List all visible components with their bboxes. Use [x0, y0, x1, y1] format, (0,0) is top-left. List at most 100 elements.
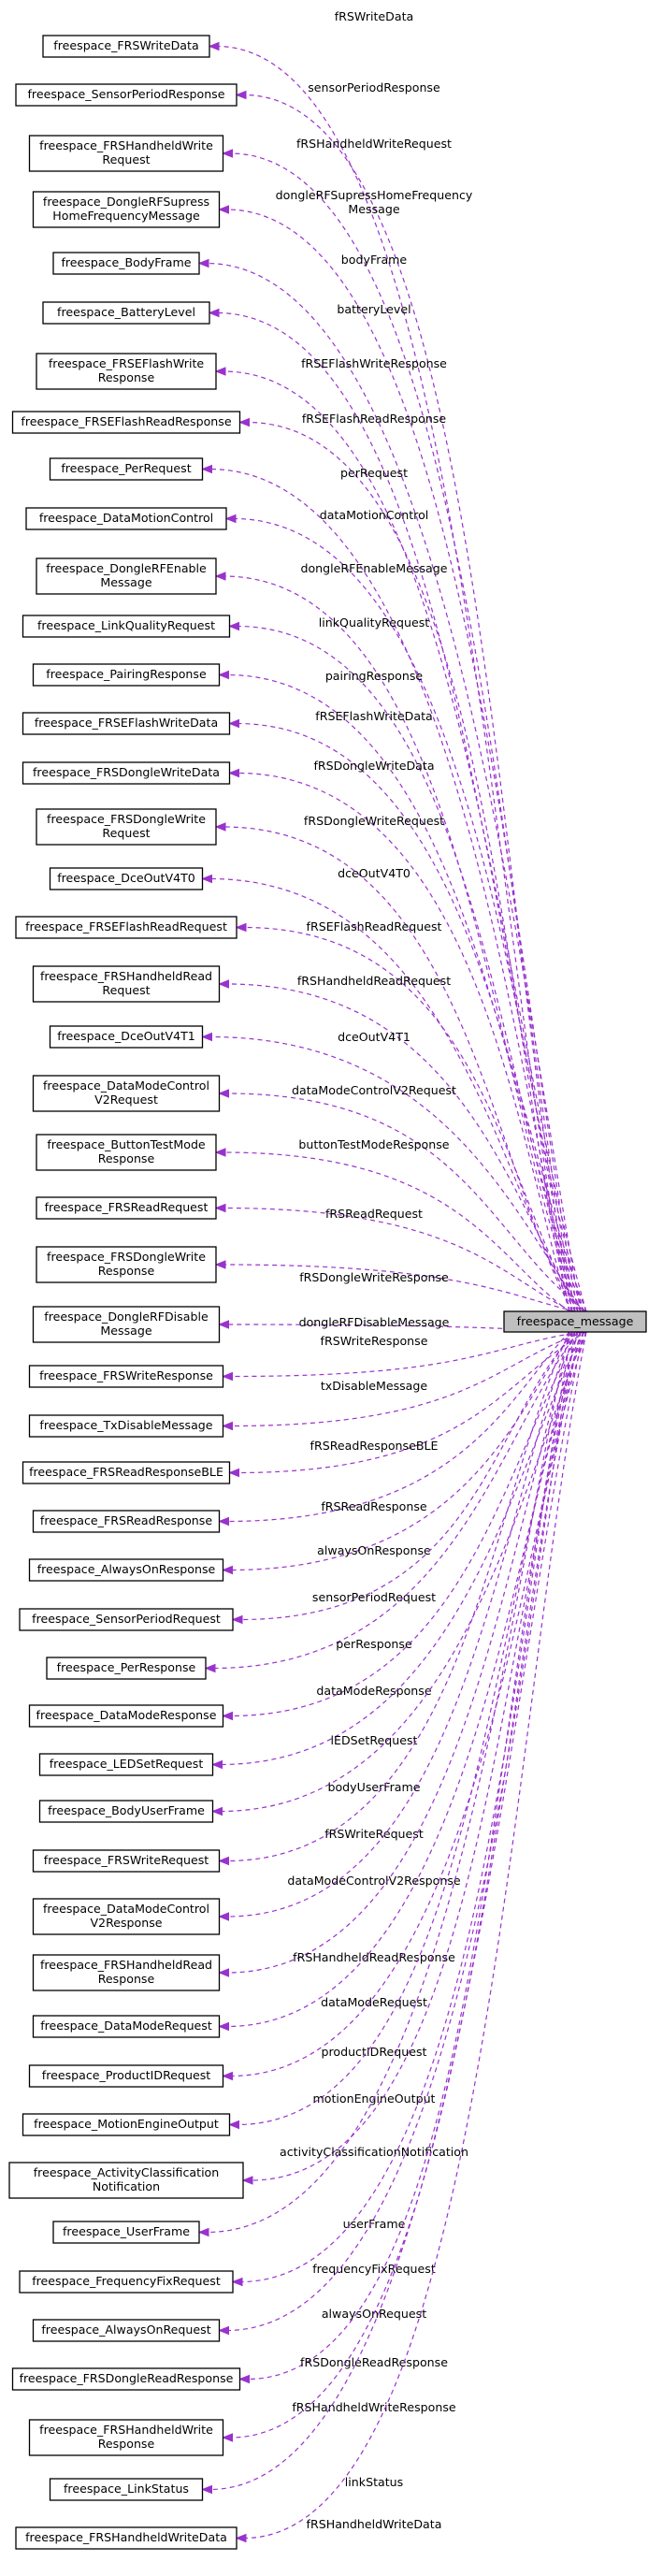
- class-node[interactable]: freespace_MotionEngineOutput: [22, 2113, 231, 2136]
- class-node[interactable]: freespace_AlwaysOnResponse: [28, 1558, 224, 1582]
- class-node[interactable]: freespace_TxDisableMessage: [28, 1414, 224, 1438]
- class-node[interactable]: freespace_FRSWriteResponse: [28, 1365, 224, 1388]
- class-node[interactable]: freespace_UserFrame: [52, 2221, 200, 2244]
- arrowhead-icon: [231, 1614, 243, 1625]
- edge-line: [233, 517, 576, 1312]
- edge-label: dataModeResponse: [316, 1684, 431, 1698]
- class-node[interactable]: freespace_FRSWriteData: [42, 35, 210, 58]
- class-node[interactable]: freespace_FRSWriteRequest: [32, 1849, 221, 1873]
- class-node-label: freespace_BatteryLevel: [57, 305, 195, 319]
- class-node[interactable]: freespace_FrequencyFixRequest: [19, 2270, 234, 2294]
- class-node[interactable]: freespace_PerResponse: [46, 1657, 207, 1680]
- class-node[interactable]: freespace_BatteryLevel: [42, 301, 210, 325]
- root-node[interactable]: freespace_message: [503, 1310, 647, 1333]
- class-node-label: freespace_ActivityClassification: [34, 2165, 220, 2179]
- class-node-label: freespace_SensorPeriodRequest: [32, 1612, 221, 1626]
- arrowhead-icon: [222, 1421, 233, 1431]
- class-node-label: Request: [102, 983, 150, 997]
- class-node[interactable]: freespace_DataMotionControl: [25, 507, 227, 530]
- class-node-box: [22, 712, 231, 735]
- edge-linkqualityrequest: linkQualityRequest: [228, 615, 582, 1312]
- arrowhead-icon: [211, 1806, 223, 1816]
- class-node[interactable]: freespace_DataModeResponse: [28, 1704, 224, 1728]
- edge-frshandheldreadresponse: fRSHandheldReadResponse: [218, 1331, 576, 1977]
- edge-label: fRSWriteData: [335, 9, 414, 23]
- arrowhead-icon: [218, 2325, 229, 2336]
- class-node-label: freespace_MotionEngineOutput: [34, 2117, 219, 2131]
- class-node-label: freespace_FRSEFlashReadRequest: [25, 919, 227, 933]
- arrowhead-icon: [218, 1968, 229, 1977]
- edge-frsreadresponse: fRSReadResponse: [218, 1331, 570, 1527]
- edge-frswriteresponse: fRSWriteResponse: [222, 1331, 582, 1382]
- class-node[interactable]: freespace_ActivityClassificationNotifica…: [8, 2162, 244, 2199]
- class-node[interactable]: freespace_FRSEFlashReadResponse: [11, 411, 241, 434]
- class-node-label: freespace_AlwaysOnResponse: [37, 1562, 216, 1576]
- edge-label: perRequest: [340, 466, 408, 480]
- class-node[interactable]: freespace_DceOutV4T0: [49, 867, 204, 890]
- class-node[interactable]: freespace_LinkQualityRequest: [22, 615, 231, 638]
- edge-frshandheldwritedata: fRSHandheldWriteData: [235, 1331, 587, 2543]
- class-node[interactable]: freespace_AlwaysOnRequest: [32, 2319, 221, 2342]
- class-node[interactable]: freespace_FRSEFlashWriteData: [22, 712, 231, 735]
- edge-frswriterequest: fRSWriteRequest: [218, 1331, 570, 1866]
- arrowhead-icon: [204, 1663, 216, 1673]
- edge-line: [226, 1331, 570, 1862]
- arrowhead-icon: [224, 514, 237, 524]
- class-node-label: freespace_DongleRFSupress: [43, 195, 209, 209]
- class-node[interactable]: freespace_LinkStatus: [49, 2478, 204, 2501]
- class-node[interactable]: freespace_FRSDongleWriteData: [22, 761, 231, 785]
- edge-label: txDisableMessage: [321, 1379, 428, 1393]
- edge-line: [223, 826, 573, 1312]
- edge-perresponse: perResponse: [204, 1331, 579, 1673]
- class-node[interactable]: freespace_FRSEFlashReadRequest: [15, 916, 238, 939]
- class-node[interactable]: freespace_DongleRFSupressHomeFrequencyMe…: [32, 191, 221, 228]
- class-node-label: freespace_FRSHandheldRead: [40, 969, 212, 983]
- class-node[interactable]: freespace_ProductIDRequest: [28, 2064, 224, 2088]
- edge-frsreadrequest: fRSReadRequest: [214, 1203, 573, 1312]
- class-node-label: freespace_FRSWriteResponse: [39, 1368, 213, 1382]
- edge-line: [209, 1035, 584, 1312]
- class-node[interactable]: freespace_DataModeRequest: [32, 2015, 221, 2038]
- class-node[interactable]: freespace_FRSReadResponse: [32, 1510, 221, 1533]
- arrowhead-icon: [208, 41, 220, 51]
- edge-datamoderequest: dataModeRequest: [218, 1331, 579, 2032]
- class-node[interactable]: freespace_SensorPeriodResponse: [15, 83, 238, 107]
- class-node[interactable]: freespace_FRSHandheldWriteData: [15, 2526, 238, 2550]
- edge-datamodecontrolv2response: dataModeControlV2Response: [218, 1331, 573, 1921]
- edge-donglerfenablemessage: dongleRFEnableMessage: [214, 561, 579, 1312]
- arrowhead-icon: [222, 1711, 233, 1721]
- arrowhead-icon: [222, 1371, 233, 1382]
- class-node[interactable]: freespace_SensorPeriodRequest: [19, 1608, 234, 1631]
- class-node-label: freespace_LinkQualityRequest: [37, 618, 215, 632]
- class-node[interactable]: freespace_BodyUserFrame: [38, 1800, 214, 1823]
- class-node[interactable]: freespace_BodyFrame: [52, 252, 200, 275]
- edge-line: [206, 1331, 570, 2234]
- edge-label: fRSReadRequest: [325, 1207, 423, 1221]
- edge-label: fRSDongleWriteResponse: [299, 1270, 449, 1284]
- edge-line: [243, 94, 573, 1312]
- class-node[interactable]: freespace_PairingResponse: [32, 663, 221, 687]
- class-node-box: [36, 1196, 217, 1220]
- class-node[interactable]: freespace_FRSReadRequest: [36, 1196, 217, 1220]
- class-node[interactable]: freespace_FRSReadResponseBLE: [22, 1461, 231, 1484]
- edge-donglerfdisablemessage: dongleRFDisableMessage: [218, 1315, 579, 1333]
- class-node[interactable]: freespace_DceOutV4T1: [49, 1025, 204, 1049]
- class-node[interactable]: freespace_LEDSetRequest: [38, 1753, 214, 1776]
- class-node[interactable]: freespace_PerRequest: [49, 457, 204, 481]
- edge-line: [230, 152, 576, 1312]
- class-node[interactable]: freespace_FRSDongleReadResponse: [11, 2367, 241, 2391]
- edge-linkstatus: linkStatus: [201, 1331, 584, 2495]
- edge-label: frequencyFixRequest: [312, 2262, 436, 2276]
